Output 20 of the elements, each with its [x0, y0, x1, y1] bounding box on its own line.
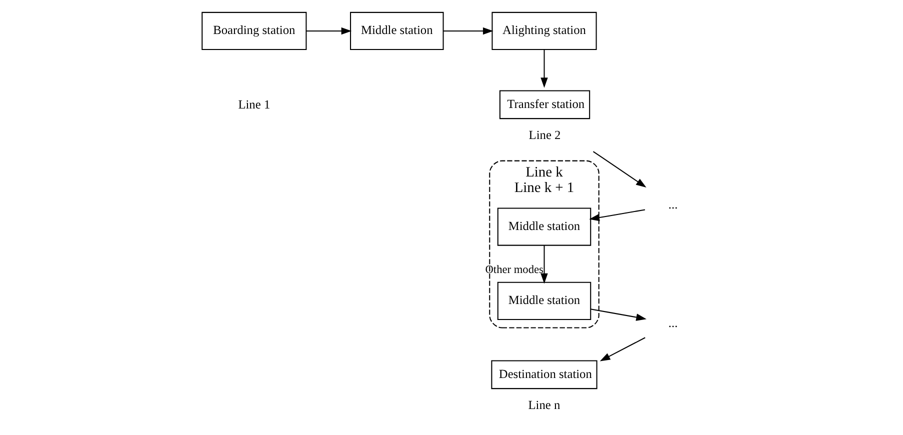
node-label: Line 2 [528, 128, 561, 142]
node-text: ... [668, 316, 678, 330]
arrow [600, 337, 646, 362]
arrow [540, 245, 548, 284]
node-box: Middle station [350, 12, 444, 50]
node-box: Transfer station [499, 90, 590, 120]
arrow [306, 27, 352, 35]
node-box: Middle station [497, 282, 592, 320]
node-box: Destination station [491, 360, 598, 390]
node-box: Middle station [497, 208, 592, 246]
arrow [590, 308, 647, 321]
label: Line 1 [238, 97, 270, 112]
arrow [444, 27, 494, 35]
arrow [540, 50, 548, 88]
node-text: ... [668, 197, 678, 212]
node-box: Boarding station [202, 12, 307, 50]
node-label: Line n [528, 398, 560, 412]
node-box: Alighting station [492, 12, 597, 50]
arrow [589, 209, 646, 222]
arrow [592, 151, 646, 188]
